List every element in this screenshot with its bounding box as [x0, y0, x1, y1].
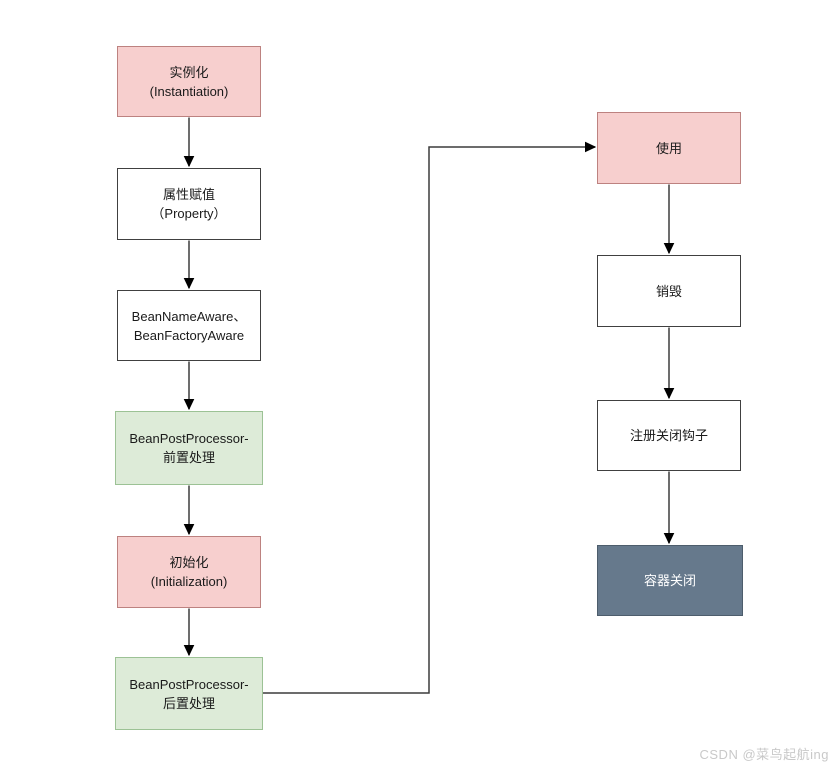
- node-postprocessor-after: BeanPostProcessor- 后置处理: [115, 657, 263, 730]
- node-label: BeanPostProcessor-: [129, 676, 249, 692]
- node-destroy: 销毁: [597, 255, 741, 327]
- node-container-close: 容器关闭: [597, 545, 743, 616]
- node-sublabel: (Initialization): [150, 574, 228, 589]
- node-postprocessor-before: BeanPostProcessor- 前置处理: [115, 411, 263, 485]
- node-label: 注册关闭钩子: [629, 428, 708, 443]
- node-instantiation: 实例化 (Instantiation): [117, 46, 261, 117]
- node-aware-interfaces: BeanNameAware、 BeanFactoryAware: [117, 290, 261, 361]
- node-initialization: 初始化 (Initialization): [117, 536, 261, 608]
- node-sublabel: 前置处理: [162, 450, 215, 465]
- node-label: 容器关闭: [643, 573, 696, 588]
- connector-postprocessor-after-to-use: [263, 147, 595, 694]
- node-sublabel: BeanFactoryAware: [133, 327, 245, 343]
- node-sublabel: （Property）: [151, 206, 227, 221]
- node-label: 使用: [655, 140, 682, 156]
- node-label: 实例化: [169, 64, 209, 80]
- node-label: 属性赋值: [162, 187, 215, 202]
- node-shutdown-hook: 注册关闭钩子: [597, 400, 741, 471]
- node-label: 初始化: [169, 555, 209, 570]
- node-label: BeanNameAware、: [131, 308, 247, 324]
- node-label: 销毁: [655, 283, 682, 299]
- node-sublabel: (Instantiation): [149, 83, 229, 99]
- csdn-watermark: CSDN @菜鸟起航ing: [699, 747, 829, 762]
- node-property: 属性赋值 （Property）: [117, 168, 261, 240]
- node-sublabel: 后置处理: [162, 695, 215, 711]
- node-label: BeanPostProcessor-: [129, 431, 249, 446]
- node-use: 使用: [597, 112, 741, 184]
